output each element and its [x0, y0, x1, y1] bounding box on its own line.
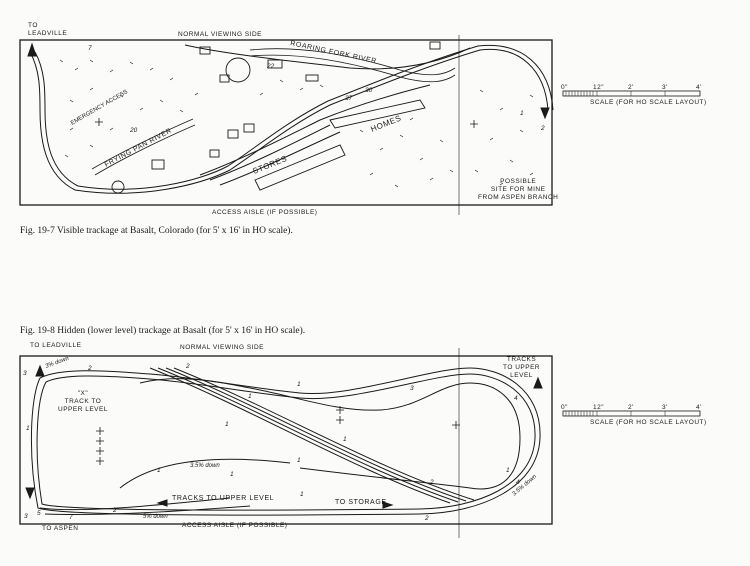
fig1-track-plan: 1 2 7 30 37 22 20 ROARING FORK RIVER FRY… [19, 35, 554, 215]
scale-tick: 0" [561, 84, 568, 91]
scale-tick: 12" [593, 404, 605, 411]
fig1-benchwork-outline [19, 39, 553, 206]
scale-tick: 3' [662, 404, 668, 411]
fig2-number: 1 [343, 436, 347, 443]
scale-tick: 4' [696, 404, 702, 411]
fig2-number: 7 [69, 514, 73, 521]
fig1-caption: Fig. 19-7 Visible trackage at Basalt, Co… [20, 226, 293, 236]
fig2-plus-markers [96, 406, 460, 465]
fig2-number: 2 [429, 479, 434, 486]
scale-tick: 3' [662, 84, 668, 91]
fig2-track-plan: 2 3 1 2 1 1 1 1 1 1 1 1 1 2 3 4 3 5 7 2 … [19, 348, 553, 538]
fig2-number: 4 [516, 479, 520, 486]
grade-label: 3.5% down [190, 463, 220, 469]
fig1-rivers [91, 48, 456, 176]
fig2-number: 3 [23, 370, 27, 377]
scale-tick: 12" [593, 84, 605, 91]
scale-tick: 2' [628, 84, 634, 91]
fig2-number: 1 [297, 457, 301, 464]
fig1-number: 1 [520, 110, 524, 117]
fig2-number: 2 [112, 507, 117, 514]
fig2-arrows [25, 364, 543, 509]
tracks-to-upper-level-bottom-label: TRACKS TO UPPER LEVEL [172, 495, 274, 502]
possible-mine-site-label: POSSIBLE SITE FOR MINE FROM ASPEN BRANCH [478, 178, 559, 201]
stores-label: STORES [251, 154, 288, 176]
fig1-town-blocks [111, 41, 441, 194]
scale-tick: 2' [628, 404, 634, 411]
fig2-number: 2 [87, 365, 92, 372]
figure-19-8: 2 3 1 2 1 1 1 1 1 1 1 1 1 2 3 4 3 5 7 2 … [0, 338, 750, 561]
scale-bar-upper: 0" 12" 2' 3' 4' SCALE (FOR HO SCALE LAYO… [558, 84, 718, 108]
fig1-number: 20 [129, 127, 138, 134]
fig2-track-numbers: 2 3 1 2 1 1 1 1 1 1 1 1 1 2 3 4 3 5 7 2 … [23, 363, 520, 522]
fig1-number: 37 [345, 95, 353, 102]
fig2-number: 1 [230, 471, 234, 478]
fig2-number: 3 [24, 513, 28, 520]
scale-caption: SCALE (FOR HO SCALE LAYOUT) [590, 419, 707, 426]
fig1-to-leadville-label: TO LEADVILLE [28, 22, 68, 37]
fig2-number: 1 [248, 393, 252, 400]
fig1-number: 2 [540, 125, 545, 132]
fig2-number: 1 [157, 467, 161, 474]
fig1-number: 22 [266, 63, 275, 70]
fig2-caption: Fig. 19-8 Hidden (lower level) trackage … [20, 326, 306, 336]
roaring-fork-river-label: ROARING FORK RIVER [290, 40, 378, 65]
fig2-number: 2 [185, 363, 190, 370]
grade-label: 5% down [143, 514, 168, 520]
emergency-access-label: EMERGENCY ACCESS [70, 89, 129, 126]
fig2-access-aisle-label: ACCESS AISLE (IF POSSIBLE) [182, 522, 288, 529]
fig1-scenery-stipple [59, 59, 534, 188]
scale-bar-graphic [562, 90, 701, 97]
x-track-label: "X" TRACK TO UPPER LEVEL [58, 390, 108, 413]
grade-label: 3% down [45, 356, 71, 370]
fig2-tracks-to-upper-level-label: TRACKS TO UPPER LEVEL [503, 356, 541, 379]
fig2-number: 2 [424, 515, 429, 522]
fig2-benchwork-outline [19, 355, 553, 525]
scale-tick: 4' [696, 84, 702, 91]
fig1-number: 30 [365, 87, 373, 94]
scale-tick: 0" [561, 404, 568, 411]
fig1-normal-viewing-side-label: NORMAL VIEWING SIDE [178, 31, 263, 38]
to-aspen-label: TO ASPEN [42, 525, 79, 532]
fig1-arrows [27, 42, 550, 120]
fig1-track-numbers: 1 2 7 30 37 22 20 [88, 45, 545, 134]
to-storage-label: TO STORAGE [335, 499, 387, 506]
fig1-mainline [29, 44, 554, 194]
fig2-tracks [30, 367, 541, 516]
fig1-plus-markers [95, 118, 478, 128]
fig2-number: 5 [37, 510, 41, 517]
fig1-access-aisle-label: ACCESS AISLE (IF POSSIBLE) [212, 209, 318, 216]
fig2-number: 1 [297, 381, 301, 388]
scale-bar-graphic [562, 410, 701, 417]
fig2-number: 1 [506, 467, 510, 474]
scale-bar-lower: 0" 12" 2' 3' 4' SCALE (FOR HO SCALE LAYO… [558, 404, 718, 428]
frying-pan-river-label: FRYING PAN RIVER [104, 127, 174, 168]
fig2-number: 4 [514, 395, 518, 402]
scale-caption: SCALE (FOR HO SCALE LAYOUT) [590, 99, 707, 106]
fig2-normal-viewing-side-label: NORMAL VIEWING SIDE [180, 344, 265, 351]
fig2-number: 1 [300, 491, 304, 498]
fig2-number: 1 [225, 421, 229, 428]
fig1-number: 7 [88, 45, 92, 52]
fig2-number: 3 [410, 385, 414, 392]
figure-19-7: 1 2 7 30 37 22 20 ROARING FORK RIVER FRY… [0, 0, 750, 240]
fig2-number: 1 [26, 425, 30, 432]
fig2-to-leadville-label: TO LEADVILLE [30, 342, 82, 349]
